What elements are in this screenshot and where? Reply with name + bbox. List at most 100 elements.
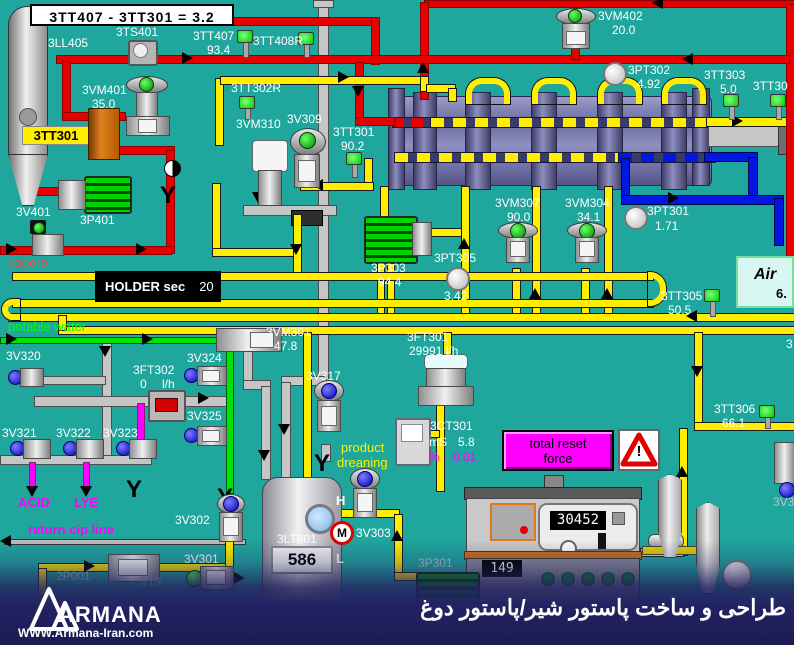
value-3tt306: 66.1: [722, 416, 746, 430]
value-3tt305: 50.5: [668, 303, 692, 317]
sensor-3tt301: [346, 152, 362, 165]
device-part: [202, 370, 220, 382]
label-3tt303: 3TT303: [704, 68, 746, 82]
armana-logo-icon: [29, 587, 79, 631]
device-part: [252, 140, 288, 172]
device-part: [566, 31, 586, 45]
pipe-segment: [448, 88, 457, 102]
device-part: [510, 241, 526, 257]
label-potable-water: potable water: [8, 319, 87, 334]
value-3vm304: 34.1: [577, 210, 601, 224]
value-3tt303: 5.0: [720, 82, 737, 96]
device-part: [76, 439, 104, 459]
pipe-segment: [0, 337, 232, 344]
pipe-segment: [321, 444, 331, 462]
pipe-segment: [708, 125, 782, 147]
label-3pt302: 3PT302: [628, 63, 671, 77]
air-value: 6.: [776, 286, 787, 301]
flow-arrow: [278, 424, 290, 435]
value2-3ct301: 0.01: [453, 450, 477, 464]
drain-y-icon: Y: [160, 182, 177, 209]
value-3vm301: 47.8: [274, 339, 298, 353]
pipe-segment: [62, 61, 71, 119]
unit-3ft302: l/h: [162, 377, 175, 391]
pipe-segment: [786, 4, 794, 262]
device-part: [298, 160, 316, 182]
label-3v321: 3V321: [2, 426, 37, 440]
label-product-2: dreaning: [337, 455, 388, 470]
label-3vm310: 3VM310: [236, 117, 281, 131]
pipe-segment: [413, 92, 437, 190]
hx-arch: [532, 78, 576, 104]
device-part: [250, 332, 274, 348]
pipe-segment: [706, 117, 794, 127]
sensor-3tt302r: [239, 96, 255, 109]
pipe-segment: [388, 88, 405, 190]
flow-arrow: [136, 243, 147, 255]
pipe-segment: [774, 198, 784, 246]
label-3ll405: 3LL405: [48, 36, 89, 50]
flow-arrow: [417, 62, 429, 73]
flow-arrow: [732, 115, 743, 127]
flow-arrow: [6, 333, 17, 345]
hx-arch: [466, 78, 510, 104]
flow-arrow: [26, 486, 38, 497]
holder-label: HOLDER sec: [105, 279, 186, 294]
pipe-segment: [597, 92, 623, 190]
pipe-segment: [380, 186, 389, 220]
label-3v3xx: 3V3: [773, 495, 794, 509]
separator-panel: [490, 503, 536, 541]
pipe-segment: [694, 422, 794, 431]
pipe-segment: [355, 117, 395, 126]
label-3vm304: 3VM304: [565, 196, 610, 210]
holder-value: 20: [199, 279, 214, 294]
label-3v325: 3V325: [187, 409, 222, 423]
meter-3ct301: [395, 418, 431, 466]
device-part: [579, 241, 595, 257]
label-3p401: 3P401: [80, 213, 115, 227]
label-3tt305: 3TT305: [661, 289, 703, 303]
pump-3p401[interactable]: [84, 176, 132, 214]
value-3vm401: 35.0: [92, 97, 116, 111]
pump-3p303[interactable]: [364, 216, 418, 264]
flow-arrow: [391, 530, 403, 541]
device-part: [418, 386, 474, 406]
device-part: [779, 482, 794, 498]
device-part: [33, 222, 45, 234]
pipe-segment: [36, 376, 106, 385]
air-label: Air: [754, 266, 777, 283]
flowmeter-3ft302: [148, 390, 186, 422]
flow-arrow: [338, 71, 349, 83]
flow-arrow: [99, 346, 111, 357]
flow-arrow: [601, 288, 613, 299]
device-part: [357, 471, 373, 487]
flow-arrow: [458, 238, 470, 249]
pipe-segment: [531, 92, 557, 190]
flow-arrow: [529, 288, 541, 299]
label-3tt407: 3TT407: [193, 29, 235, 43]
flow-arrow: [686, 310, 697, 322]
armana-brand: ARMANA: [58, 602, 162, 627]
armana-url[interactable]: WWW.Armana-Iran.com: [18, 626, 154, 640]
sensor-3tt303: [723, 94, 739, 107]
pipe-segment: [212, 183, 221, 255]
pipe-segment: [371, 17, 380, 65]
total-reset-force-button[interactable]: total reset force: [502, 430, 614, 471]
unit1-3ct301: mS: [429, 435, 447, 449]
unit2-3ct301: %: [429, 450, 440, 464]
label-3v309: 3V309: [287, 112, 322, 126]
sensor-3tt305: [704, 289, 720, 302]
flow-arrow: [80, 486, 92, 497]
flow-arrow: [682, 53, 693, 65]
device-part: [202, 430, 220, 442]
sensor-3tt306: [759, 405, 775, 418]
device-part: [299, 132, 316, 149]
flow-arrow: [198, 392, 209, 404]
footer-banner: ARMANA WWW.Armana-Iran.com طراحی و ساخت …: [0, 540, 794, 645]
gauge-3pt305: [446, 267, 470, 291]
label-3v324: 3V324: [187, 351, 222, 365]
alarm-warning-icon[interactable]: !: [618, 429, 660, 471]
label-3pt301: 3PT301: [647, 204, 690, 218]
flow-arrow: [676, 466, 688, 477]
